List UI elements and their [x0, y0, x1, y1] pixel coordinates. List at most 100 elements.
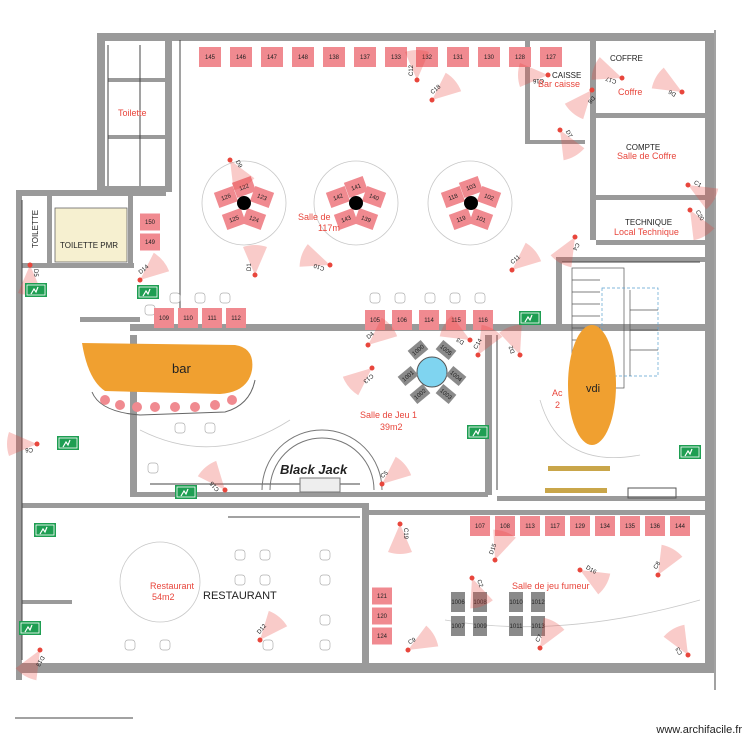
machine-144: 144 [670, 516, 690, 536]
table-center [237, 196, 251, 210]
svg-text:137: 137 [360, 55, 371, 61]
machine-125: 125 [221, 208, 247, 230]
label-salle-area: 117m [318, 223, 340, 233]
machine-121: 121 [372, 587, 392, 605]
svg-text:D4: D4 [366, 331, 376, 341]
svg-text:D6: D6 [667, 88, 677, 97]
machine-110: 110 [178, 308, 198, 328]
svg-text:C11: C11 [510, 254, 522, 266]
svg-text:C8: C8 [653, 560, 662, 570]
machine-105: 105 [365, 310, 385, 330]
machine-109: 109 [154, 308, 174, 328]
svg-text:C1: C1 [692, 180, 702, 189]
svg-text:D15: D15 [489, 543, 499, 556]
camera-C13: C13 [342, 365, 375, 396]
machine-127: 127 [540, 47, 562, 67]
machine-102: 102 [476, 186, 502, 208]
svg-text:142: 142 [333, 193, 345, 202]
machine-103: 103 [458, 176, 484, 198]
label-local-technique: Local Technique [614, 227, 679, 237]
svg-text:C4: C4 [571, 241, 580, 251]
svg-text:C17: C17 [605, 75, 618, 85]
svg-text:D16: D16 [584, 565, 597, 576]
svg-text:D5: D5 [32, 269, 38, 277]
svg-text:102: 102 [483, 193, 495, 202]
svg-text:109: 109 [159, 316, 170, 322]
svg-text:123: 123 [256, 193, 268, 202]
svg-text:129: 129 [575, 524, 586, 530]
svg-text:131: 131 [453, 55, 464, 61]
vdi-shape [568, 325, 616, 445]
svg-text:134: 134 [600, 524, 611, 530]
svg-text:1012: 1012 [531, 600, 545, 606]
camera-D2: D2 [499, 324, 523, 358]
machine-139: 139 [353, 208, 379, 230]
machine-1002: 1002 [409, 383, 431, 405]
machine-124: 124 [372, 627, 392, 645]
stripe [545, 488, 607, 493]
svg-text:133: 133 [391, 55, 402, 61]
svg-text:126: 126 [221, 193, 233, 202]
svg-text:141: 141 [351, 183, 363, 192]
machine-137: 137 [354, 47, 376, 67]
svg-text:C10: C10 [313, 262, 326, 272]
toilet-pmr-room [54, 207, 128, 263]
camera-D4: D4 [365, 317, 398, 348]
machine-150: 150 [140, 213, 160, 231]
svg-text:116: 116 [478, 318, 488, 324]
camera-C18: C18 [429, 72, 462, 103]
svg-text:139: 139 [360, 215, 372, 224]
machine-117: 117 [545, 516, 565, 536]
svg-text:124: 124 [377, 634, 388, 640]
machine-107: 107 [470, 516, 490, 536]
svg-text:C6: C6 [25, 446, 33, 452]
camera-D13: D13 [15, 647, 45, 681]
svg-text:138: 138 [329, 55, 340, 61]
counter [627, 487, 677, 499]
svg-text:117: 117 [550, 524, 560, 530]
machine-114: 114 [419, 310, 439, 330]
camera-C10: C10 [299, 244, 333, 272]
machine-101: 101 [468, 208, 494, 230]
label-ac-num: 2 [555, 400, 560, 410]
svg-text:C7: C7 [535, 633, 544, 643]
machine-111: 111 [202, 308, 222, 328]
camera-D7: D7 [557, 127, 585, 161]
machine-129: 129 [570, 516, 590, 536]
svg-text:D3: D3 [455, 336, 465, 345]
label-restaurant: RESTAURANT [203, 590, 277, 602]
camera-C14: C14 [473, 324, 503, 358]
stripe [548, 466, 610, 471]
machine-141: 141 [343, 176, 369, 198]
svg-text:D1: D1 [247, 263, 253, 271]
machine-142: 142 [325, 186, 351, 208]
svg-text:136: 136 [650, 524, 661, 530]
machine-1008: 1008 [473, 592, 487, 612]
camera-C7: C7 [535, 617, 565, 651]
svg-text:1013: 1013 [531, 624, 545, 630]
table-center [349, 196, 363, 210]
svg-text:114: 114 [424, 318, 434, 324]
label-coffre-red: Coffre [618, 87, 642, 97]
camera-C9: C9 [405, 625, 439, 653]
svg-text:C9: C9 [407, 637, 417, 646]
camera-D12: D12 [256, 610, 288, 643]
svg-text:112: 112 [231, 316, 241, 322]
svg-text:127: 127 [546, 55, 557, 61]
camera-C3: C3 [663, 624, 691, 658]
machine-123: 123 [249, 186, 275, 208]
camera-C8: C8 [653, 544, 683, 578]
machine-1007: 1007 [451, 616, 465, 636]
svg-text:103: 103 [466, 183, 478, 192]
svg-text:128: 128 [515, 55, 526, 61]
label-salle-de: Salle de [298, 212, 331, 222]
camera-C2: C2 [469, 575, 493, 609]
svg-text:1011: 1011 [510, 624, 524, 630]
camera-C19: C19 [388, 521, 412, 554]
camera-D16: D16 [577, 565, 611, 595]
machine-115: 115 [446, 310, 466, 330]
label-salle-jeu1: Salle de Jeu 1 [360, 410, 417, 420]
machine-1003: 1003 [435, 383, 457, 405]
